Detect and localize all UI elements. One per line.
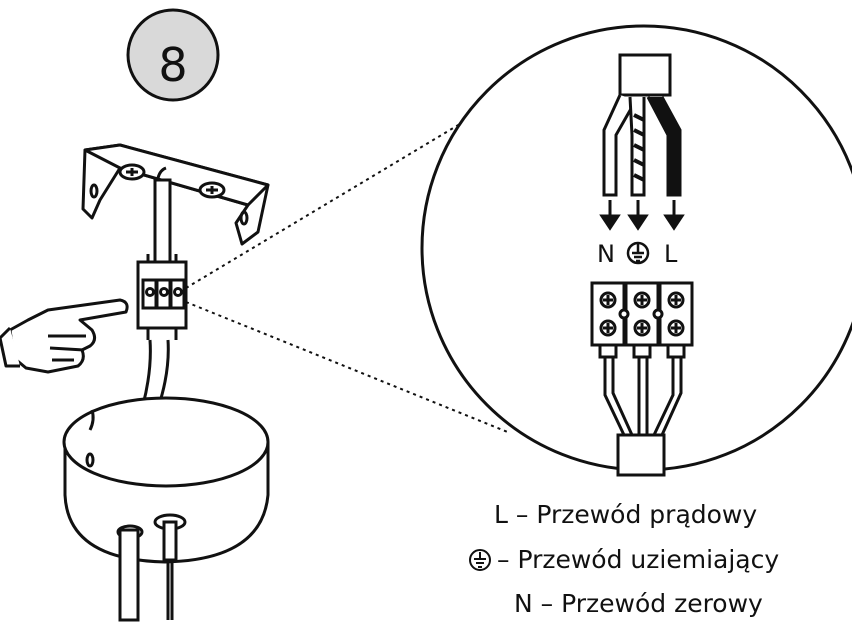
step-number: 8 [158, 38, 188, 92]
pointing-hand-icon [0, 298, 129, 374]
live-terminal-label: L [664, 240, 678, 268]
step-circle [126, 8, 220, 102]
terminal-block-zoom [590, 281, 694, 359]
legend-earth: – Przewód uziemiający [467, 545, 779, 574]
earth-symbol-icon [467, 547, 493, 573]
legend-live: L – Przewód prądowy [494, 500, 758, 529]
neutral-terminal-label: N [597, 240, 615, 268]
supply-cable [153, 166, 172, 267]
zoom-cable-top [602, 53, 682, 197]
zoom-lines [185, 99, 511, 434]
arrow-icons [599, 200, 685, 231]
terminal-block-small [136, 254, 188, 340]
ceiling-canopy [62, 396, 270, 622]
mounting-bracket [81, 143, 270, 246]
legend-neutral: N – Przewód zerowy [514, 589, 763, 618]
earth-symbol-icon [626, 241, 650, 265]
legend-earth-text: – Przewód uziemiający [497, 545, 780, 574]
zoom-cable-bottom [603, 357, 683, 477]
